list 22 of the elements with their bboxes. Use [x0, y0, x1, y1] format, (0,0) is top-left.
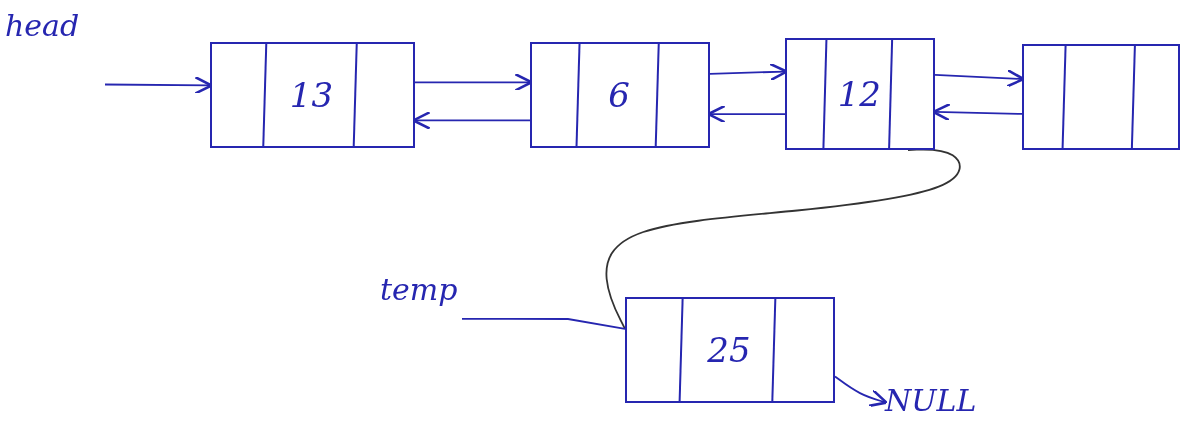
node-value: 13	[289, 75, 334, 115]
arrow	[104, 75, 213, 95]
pointer-label: head	[5, 8, 80, 43]
connector-line	[461, 317, 626, 330]
arrow	[934, 68, 1025, 88]
list-node-box	[785, 38, 935, 150]
pointer-label: NULL	[885, 382, 977, 418]
arrow	[709, 62, 788, 82]
node-value: 6	[608, 75, 630, 115]
list-node-box	[1022, 44, 1180, 150]
list-node-box	[625, 297, 835, 403]
arrow	[932, 102, 1023, 122]
connector-line	[605, 148, 961, 330]
pointer-label: temp	[380, 272, 458, 307]
node-value: 25	[707, 330, 751, 370]
arrow	[707, 104, 786, 124]
arrow	[412, 111, 531, 130]
node-value: 12	[837, 74, 881, 114]
arrow	[414, 72, 533, 92]
list-node-box	[210, 42, 415, 148]
arrow	[834, 375, 888, 408]
list-node-box	[530, 42, 710, 148]
